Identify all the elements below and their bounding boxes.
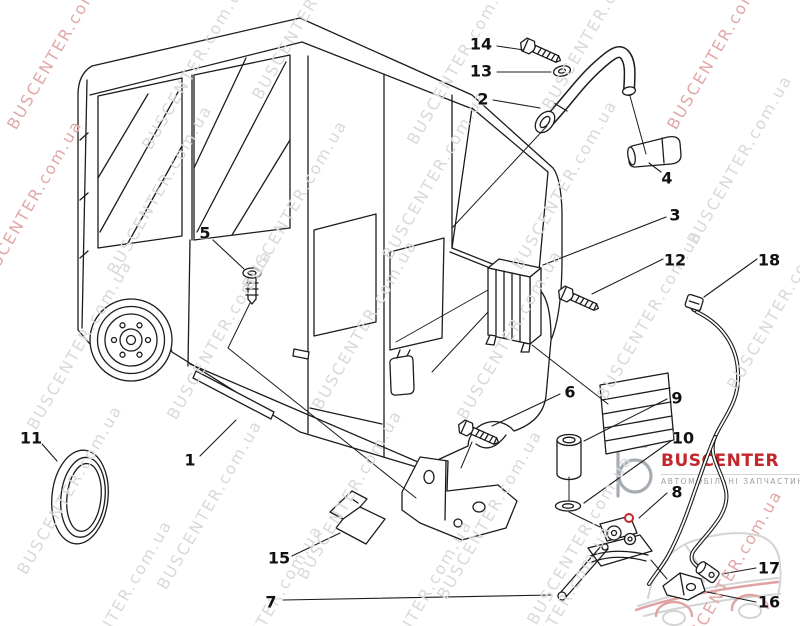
part-spacer-9	[556, 433, 582, 481]
part-cable-end-17	[695, 561, 720, 584]
part-bracket-15	[329, 490, 386, 545]
part-bracket-16	[662, 572, 706, 601]
part-washer-10	[554, 500, 582, 512]
van-mirror	[389, 349, 415, 396]
buscenter-logo: BUSCENTER АВТОМОБІЛЬНІ ЗАПЧАСТИНИ	[608, 438, 800, 500]
van-rear-wheel	[89, 298, 173, 382]
part-washer-13	[552, 65, 572, 77]
part-bolt-14	[517, 35, 564, 68]
van-gutter-line	[89, 41, 471, 109]
part-strip-1	[192, 370, 275, 420]
part-valve-8	[557, 513, 653, 601]
part-front-grille	[599, 372, 675, 455]
logo-brand-text: BUSCENTER	[661, 451, 780, 471]
part-connector-4	[627, 135, 682, 168]
van-illustration	[77, 17, 563, 469]
part-bracket-7	[401, 456, 518, 541]
part-rivet-5	[242, 267, 262, 305]
part-plug-11	[51, 449, 109, 545]
van-seams	[187, 55, 453, 463]
van-front-tire	[475, 434, 507, 449]
install-lines	[227, 95, 668, 580]
valve-red-mark	[624, 513, 634, 523]
van-rear-hatch	[79, 132, 89, 259]
part-hose-2	[534, 46, 637, 134]
part-module-3	[485, 258, 542, 353]
van-rear-edge	[81, 79, 88, 329]
van-sliding-door-window	[313, 213, 377, 337]
leader-lines	[41, 45, 758, 603]
van-door-handle	[292, 348, 310, 360]
logo-tagline-text: АВТОМОБІЛЬНІ ЗАПЧАСТИНИ	[661, 473, 800, 486]
van-front-door-window	[389, 237, 445, 351]
part-bolt-12	[555, 283, 602, 316]
part-clip-18	[684, 293, 704, 312]
van-panel-rear	[97, 77, 183, 249]
